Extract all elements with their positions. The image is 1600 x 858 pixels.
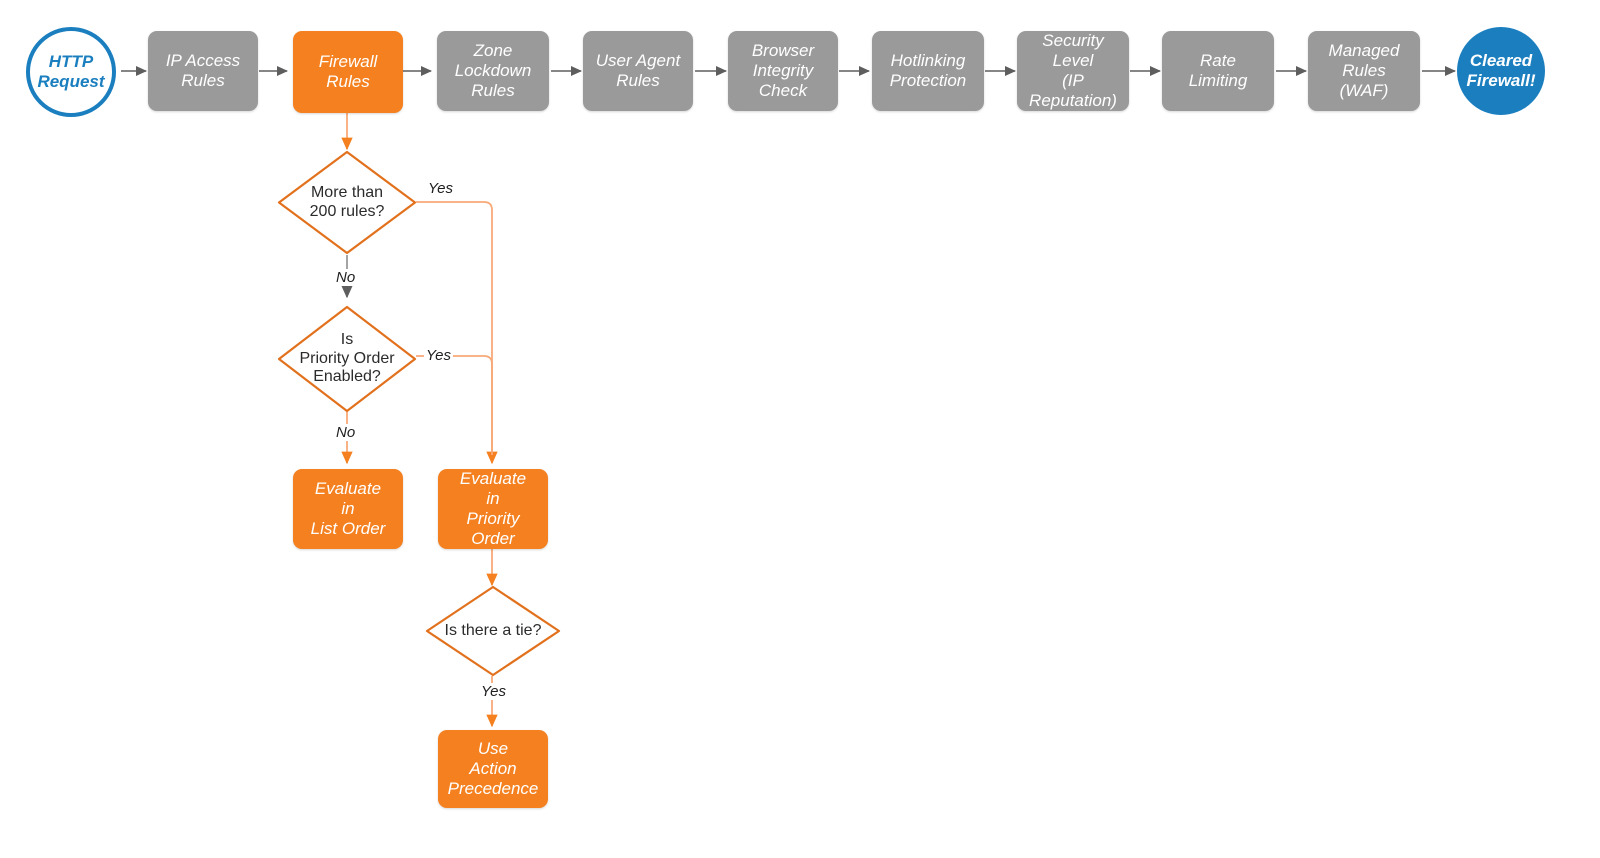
node-use-action-precedence-label: Use Action Precedence bbox=[447, 738, 539, 799]
node-evaluate-in-list-order[interactable]: Evaluate in List Order bbox=[293, 469, 403, 549]
node-hotlinking-protection[interactable]: Hotlinking Protection bbox=[872, 31, 984, 111]
node-cleared-firewall[interactable]: Cleared Firewall! bbox=[1457, 27, 1545, 115]
node-evaluate-in-list-order-label: Evaluate in List Order bbox=[310, 478, 386, 539]
edge-label-tie-yes: Yes bbox=[479, 683, 509, 700]
edge-label-decision2-yes: Yes bbox=[424, 347, 454, 364]
node-browser-integrity-check-label: Browser Integrity Check bbox=[751, 40, 815, 101]
node-firewall-rules-label: Firewall Rules bbox=[318, 51, 378, 91]
decision-is-there-a-tie-label: Is there a tie? bbox=[444, 621, 542, 639]
node-evaluate-in-priority-order-label: Evaluate in Priority Order bbox=[459, 468, 527, 549]
node-http-request-label: HTTP Request bbox=[37, 51, 105, 91]
node-zone-lockdown-rules-label: Zone Lockdown Rules bbox=[454, 40, 532, 101]
node-zone-lockdown-rules[interactable]: Zone Lockdown Rules bbox=[437, 31, 549, 111]
node-ip-access-rules-label: IP Access Rules bbox=[165, 50, 241, 90]
node-security-level-label: Security Level (IP Reputation) bbox=[1029, 30, 1117, 111]
node-rate-limiting-label: Rate Limiting bbox=[1188, 50, 1248, 90]
decision-is-there-a-tie[interactable]: Is there a tie? bbox=[425, 585, 561, 677]
edge-label-decision1-no: No bbox=[334, 269, 358, 286]
node-browser-integrity-check[interactable]: Browser Integrity Check bbox=[728, 31, 838, 111]
node-hotlinking-protection-label: Hotlinking Protection bbox=[889, 50, 967, 90]
edge-label-decision2-no: No bbox=[334, 424, 358, 441]
decision-more-than-200-rules-label: More than 200 rules? bbox=[309, 183, 385, 220]
node-managed-rules-waf-label: Managed Rules (WAF) bbox=[1328, 40, 1400, 101]
node-ip-access-rules[interactable]: IP Access Rules bbox=[148, 31, 258, 111]
diamond-shape-icon bbox=[277, 150, 417, 255]
node-user-agent-rules-label: User Agent Rules bbox=[595, 50, 681, 90]
edge-decision1-yes bbox=[416, 201, 498, 465]
node-security-level[interactable]: Security Level (IP Reputation) bbox=[1017, 31, 1129, 111]
node-firewall-rules[interactable]: Firewall Rules bbox=[293, 31, 403, 113]
decision-more-than-200-rules[interactable]: More than 200 rules? bbox=[277, 150, 417, 255]
node-user-agent-rules[interactable]: User Agent Rules bbox=[583, 31, 693, 111]
node-managed-rules-waf[interactable]: Managed Rules (WAF) bbox=[1308, 31, 1420, 111]
node-http-request[interactable]: HTTP Request bbox=[26, 27, 116, 117]
diamond-shape-icon bbox=[277, 305, 417, 413]
diamond-shape-icon bbox=[425, 585, 561, 677]
node-use-action-precedence[interactable]: Use Action Precedence bbox=[438, 730, 548, 808]
edge-label-decision1-yes: Yes bbox=[426, 180, 456, 197]
node-rate-limiting[interactable]: Rate Limiting bbox=[1162, 31, 1274, 111]
decision-is-priority-order-enabled-label: Is Priority Order Enabled? bbox=[299, 330, 395, 386]
decision-is-priority-order-enabled[interactable]: Is Priority Order Enabled? bbox=[277, 305, 417, 413]
node-evaluate-in-priority-order[interactable]: Evaluate in Priority Order bbox=[438, 469, 548, 549]
edge-decision2-yes bbox=[416, 355, 493, 455]
node-cleared-firewall-label: Cleared Firewall! bbox=[1466, 50, 1536, 90]
